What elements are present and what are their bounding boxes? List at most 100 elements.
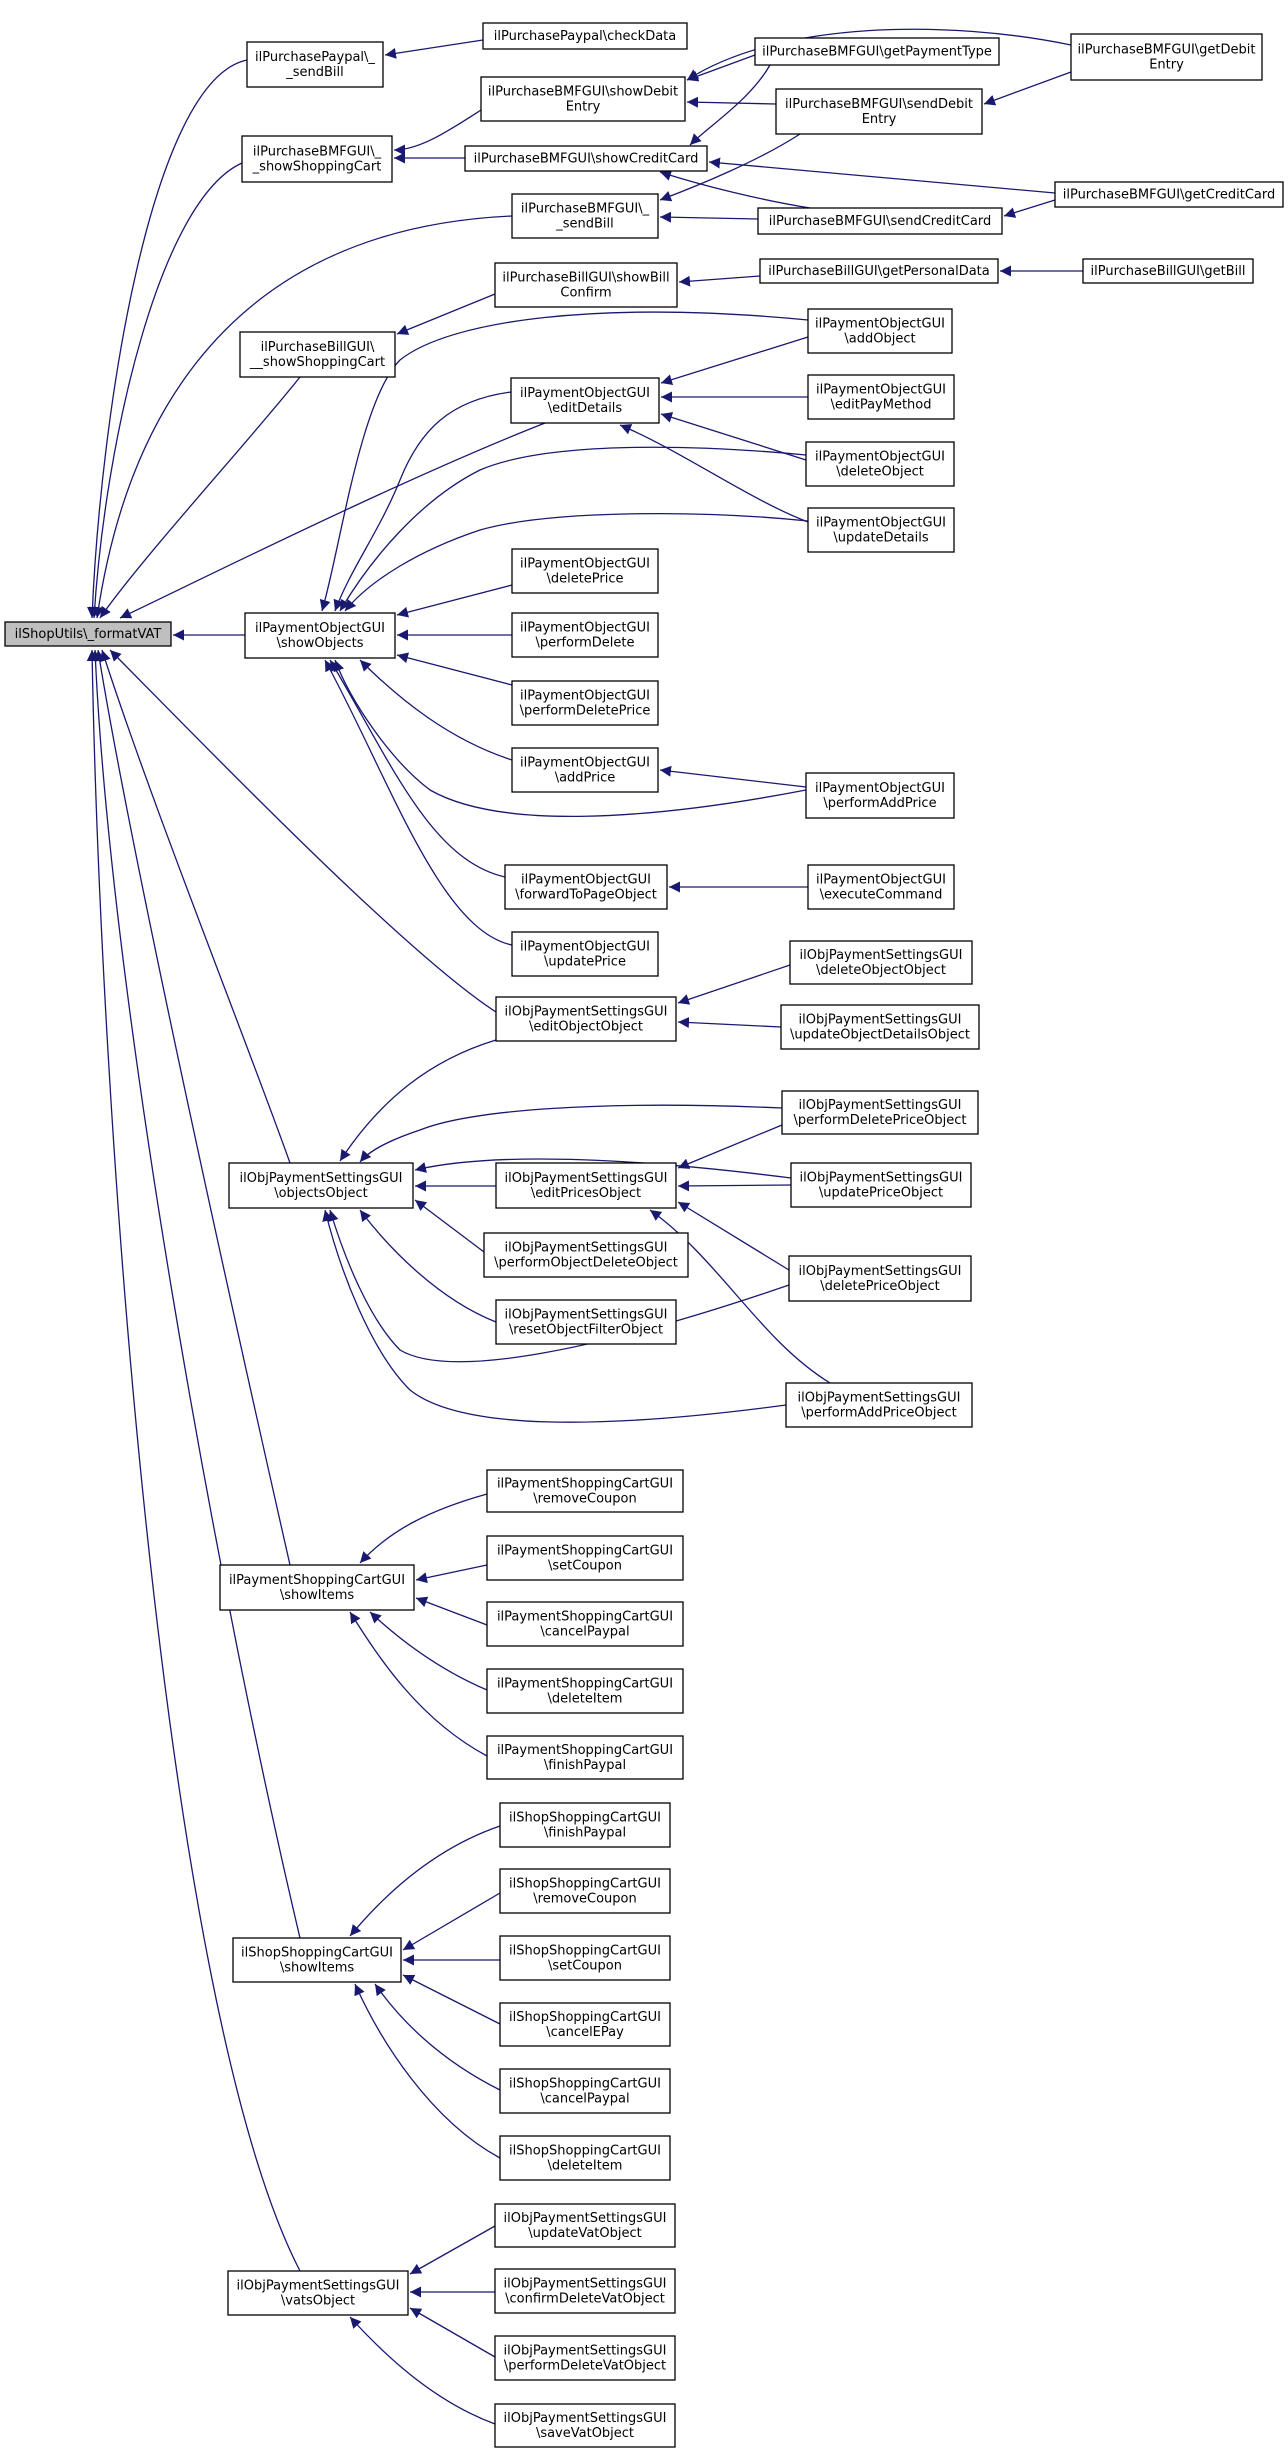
node-po-add[interactable]: ilPaymentObjectGUI\addObject <box>807 308 953 354</box>
node-box[interactable] <box>790 1162 972 1208</box>
node-box[interactable] <box>788 1255 972 1302</box>
node-psc-show[interactable]: ilPaymentShoppingCartGUI\showItems <box>219 1564 415 1611</box>
node-box[interactable] <box>757 207 1003 235</box>
node-box[interactable] <box>511 548 659 594</box>
node-box[interactable] <box>511 747 659 793</box>
node-po-update[interactable]: ilPaymentObjectGUI\updateDetails <box>807 507 955 553</box>
node-box[interactable] <box>781 1090 979 1135</box>
node-root[interactable]: ilShopUtils\_formatVAT <box>4 621 172 647</box>
node-ops-vats[interactable]: ilObjPaymentSettingsGUI\vatsObject <box>227 2270 409 2316</box>
node-po-perfadd[interactable]: ilPaymentObjectGUI\performAddPrice <box>805 772 955 819</box>
node-ops-delprice[interactable]: ilObjPaymentSettingsGUI\deletePriceObjec… <box>788 1255 972 1302</box>
node-box[interactable] <box>486 1469 684 1513</box>
node-ops-perfadd[interactable]: ilObjPaymentSettingsGUI\performAddPriceO… <box>785 1382 973 1428</box>
node-bmf-cart[interactable]: ilPurchaseBMFGUI\__showShoppingCart <box>241 135 393 183</box>
node-box[interactable] <box>494 2203 676 2248</box>
node-box[interactable] <box>775 88 983 135</box>
node-po-addprice[interactable]: ilPaymentObjectGUI\addPrice <box>511 747 659 793</box>
node-box[interactable] <box>495 996 677 1042</box>
node-ops-upddetails[interactable]: ilObjPaymentSettingsGUI\updateObjectDeta… <box>780 1004 980 1050</box>
node-ops-perfobjdel[interactable]: ilObjPaymentSettingsGUI\performObjectDel… <box>483 1232 689 1278</box>
node-box[interactable] <box>495 1162 677 1209</box>
node-box[interactable] <box>511 193 659 239</box>
node-ops-confvat[interactable]: ilObjPaymentSettingsGUI\confirmDeleteVat… <box>494 2268 676 2314</box>
node-ssc-delete[interactable]: ilShopShoppingCartGUI\deleteItem <box>499 2135 671 2181</box>
node-box[interactable] <box>494 262 678 308</box>
node-box[interactable] <box>228 1162 414 1209</box>
node-po-paymethod[interactable]: ilPaymentObjectGUI\editPayMethod <box>807 374 955 420</box>
node-box[interactable] <box>241 135 393 183</box>
node-bmf-sendcc[interactable]: ilPurchaseBMFGUI\sendCreditCard <box>757 207 1003 235</box>
node-ops-objects[interactable]: ilObjPaymentSettingsGUI\objectsObject <box>228 1162 414 1209</box>
node-po-exec[interactable]: ilPaymentObjectGUI\executeCommand <box>807 864 955 910</box>
node-ops-updvat[interactable]: ilObjPaymentSettingsGUI\updateVatObject <box>494 2203 676 2248</box>
node-pp-send[interactable]: ilPurchasePaypal\__sendBill <box>246 41 384 88</box>
node-bill-cart[interactable]: ilPurchaseBillGUI\__showShoppingCart <box>239 331 396 378</box>
node-box[interactable] <box>246 41 384 88</box>
node-box[interactable] <box>805 772 955 819</box>
node-ops-editobj[interactable]: ilObjPaymentSettingsGUI\editObjectObject <box>495 996 677 1042</box>
node-box[interactable] <box>807 308 953 354</box>
node-box[interactable] <box>511 680 659 726</box>
node-ssc-finish[interactable]: ilShopShoppingCartGUI\finishPaypal <box>499 1802 671 1848</box>
node-box[interactable] <box>495 1299 677 1345</box>
node-box[interactable] <box>244 612 396 659</box>
node-bmf-showcc[interactable]: ilPurchaseBMFGUI\showCreditCard <box>464 145 708 172</box>
node-box[interactable] <box>494 2268 676 2314</box>
node-ops-perfdelprice[interactable]: ilObjPaymentSettingsGUI\performDeletePri… <box>781 1090 979 1135</box>
node-box[interactable] <box>227 2270 409 2316</box>
node-box[interactable] <box>494 2335 676 2381</box>
node-box[interactable] <box>504 864 668 910</box>
node-box[interactable] <box>807 864 955 910</box>
node-bmf-send[interactable]: ilPurchaseBMFGUI\__sendBill <box>511 193 659 239</box>
node-box[interactable] <box>1054 181 1284 208</box>
node-box[interactable] <box>805 441 955 487</box>
node-po-updprice[interactable]: ilPaymentObjectGUI\updatePrice <box>511 931 659 977</box>
node-box[interactable] <box>1082 258 1254 284</box>
node-box[interactable] <box>486 1535 684 1581</box>
node-box[interactable] <box>499 1935 671 1981</box>
node-box[interactable] <box>499 2135 671 2181</box>
node-ops-updprice[interactable]: ilObjPaymentSettingsGUI\updatePriceObjec… <box>790 1162 972 1208</box>
node-po-show[interactable]: ilPaymentObjectGUI\showObjects <box>244 612 396 659</box>
node-ssc-remove[interactable]: ilShopShoppingCartGUI\removeCoupon <box>499 1868 671 1914</box>
node-box[interactable] <box>4 621 172 647</box>
node-box[interactable] <box>510 377 660 424</box>
node-po-fwd[interactable]: ilPaymentObjectGUI\forwardToPageObject <box>504 864 668 910</box>
node-box[interactable] <box>486 1668 684 1714</box>
node-box[interactable] <box>482 22 688 50</box>
node-bmf-paytype[interactable]: ilPurchaseBMFGUI\getPaymentType <box>754 37 1000 66</box>
node-psc-finish[interactable]: ilPaymentShoppingCartGUI\finishPaypal <box>486 1735 684 1780</box>
node-po-perfdel[interactable]: ilPaymentObjectGUI\performDelete <box>511 612 659 658</box>
node-box[interactable] <box>464 145 708 172</box>
node-ops-reset[interactable]: ilObjPaymentSettingsGUI\resetObjectFilte… <box>495 1299 677 1345</box>
node-box[interactable] <box>239 331 396 378</box>
node-box[interactable] <box>486 1601 684 1647</box>
node-box[interactable] <box>789 940 973 985</box>
node-box[interactable] <box>480 76 686 122</box>
node-box[interactable] <box>499 2002 671 2047</box>
node-box[interactable] <box>219 1564 415 1611</box>
node-box[interactable] <box>780 1004 980 1050</box>
node-box[interactable] <box>499 2068 671 2114</box>
node-po-delprice[interactable]: ilPaymentObjectGUI\deletePrice <box>511 548 659 594</box>
node-psc-remove[interactable]: ilPaymentShoppingCartGUI\removeCoupon <box>486 1469 684 1513</box>
node-bmf-getcc[interactable]: ilPurchaseBMFGUI\getCreditCard <box>1054 181 1284 208</box>
node-box[interactable] <box>499 1802 671 1848</box>
node-psc-cancel[interactable]: ilPaymentShoppingCartGUI\cancelPaypal <box>486 1601 684 1647</box>
node-ops-perfvat[interactable]: ilObjPaymentSettingsGUI\performDeleteVat… <box>494 2335 676 2381</box>
node-box[interactable] <box>785 1382 973 1428</box>
node-psc-delete[interactable]: ilPaymentShoppingCartGUI\deleteItem <box>486 1668 684 1714</box>
node-box[interactable] <box>486 1735 684 1780</box>
node-ops-delobj[interactable]: ilObjPaymentSettingsGUI\deleteObjectObje… <box>789 940 973 985</box>
node-ops-savevat[interactable]: ilObjPaymentSettingsGUI\saveVatObject <box>494 2403 676 2448</box>
node-psc-set[interactable]: ilPaymentShoppingCartGUI\setCoupon <box>486 1535 684 1581</box>
node-box[interactable] <box>759 258 999 284</box>
node-pp-check[interactable]: ilPurchasePaypal\checkData <box>482 22 688 50</box>
node-ops-editprices[interactable]: ilObjPaymentSettingsGUI\editPricesObject <box>495 1162 677 1209</box>
node-box[interactable] <box>807 507 955 553</box>
node-ssc-epay[interactable]: ilShopShoppingCartGUI\cancelEPay <box>499 2002 671 2047</box>
node-po-delobj[interactable]: ilPaymentObjectGUI\deleteObject <box>805 441 955 487</box>
